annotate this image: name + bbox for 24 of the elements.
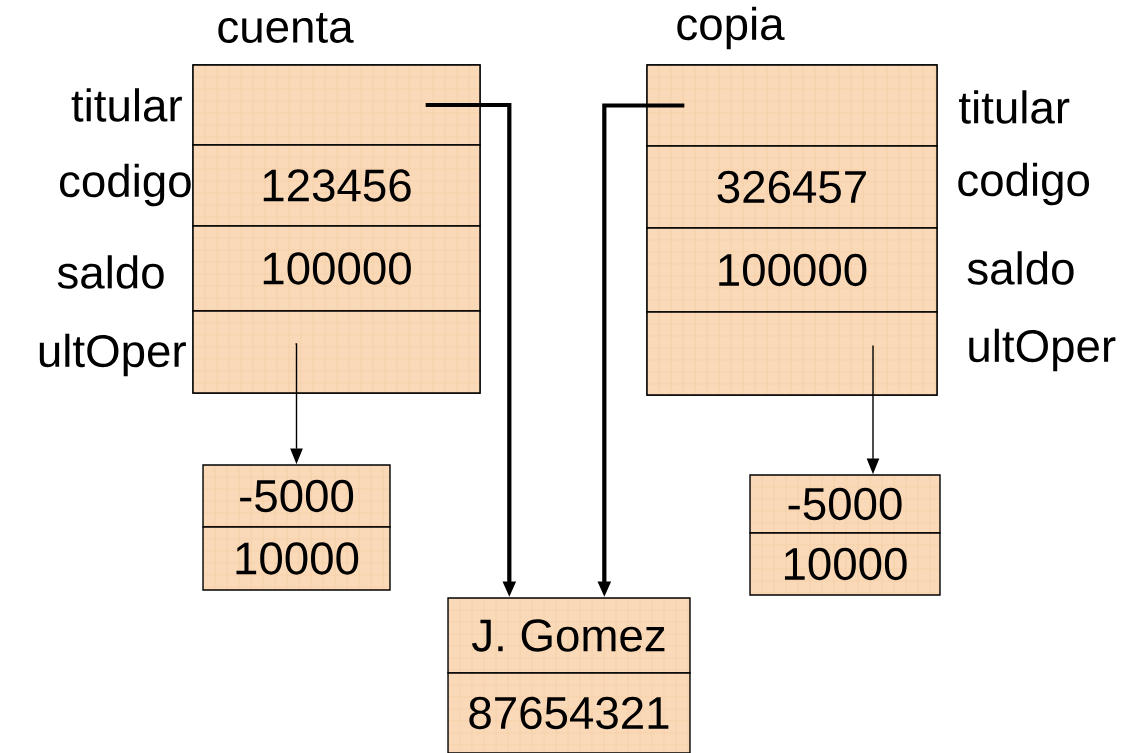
field-cell xyxy=(192,310,481,394)
field-cell xyxy=(646,64,938,147)
field-label: codigo xyxy=(59,163,191,207)
field-label: ultOper xyxy=(39,333,186,377)
field-cell: -5000 xyxy=(749,474,941,534)
field-cell xyxy=(192,64,481,146)
field-cell xyxy=(646,311,938,396)
field-label: codigo xyxy=(958,162,1089,206)
field-cell: 326457 xyxy=(646,145,938,229)
field-label: saldo xyxy=(57,255,164,289)
field-cell: 100000 xyxy=(192,225,481,312)
field-cell: 87654321 xyxy=(447,672,691,753)
field-cell: 10000 xyxy=(749,532,941,596)
field-cell: J. Gomez xyxy=(447,597,691,674)
field-label: titular xyxy=(71,88,182,122)
field-cell: 100000 xyxy=(646,227,938,313)
field-label: titular xyxy=(959,90,1070,124)
field-cell: -5000 xyxy=(202,464,391,528)
node-label: copia xyxy=(677,6,785,50)
field-cell: 123456 xyxy=(192,144,481,227)
field-cell: 10000 xyxy=(202,526,391,591)
node-label: cuenta xyxy=(218,13,354,43)
field-label: saldo xyxy=(967,251,1074,285)
field-label: ultOper xyxy=(969,328,1116,372)
